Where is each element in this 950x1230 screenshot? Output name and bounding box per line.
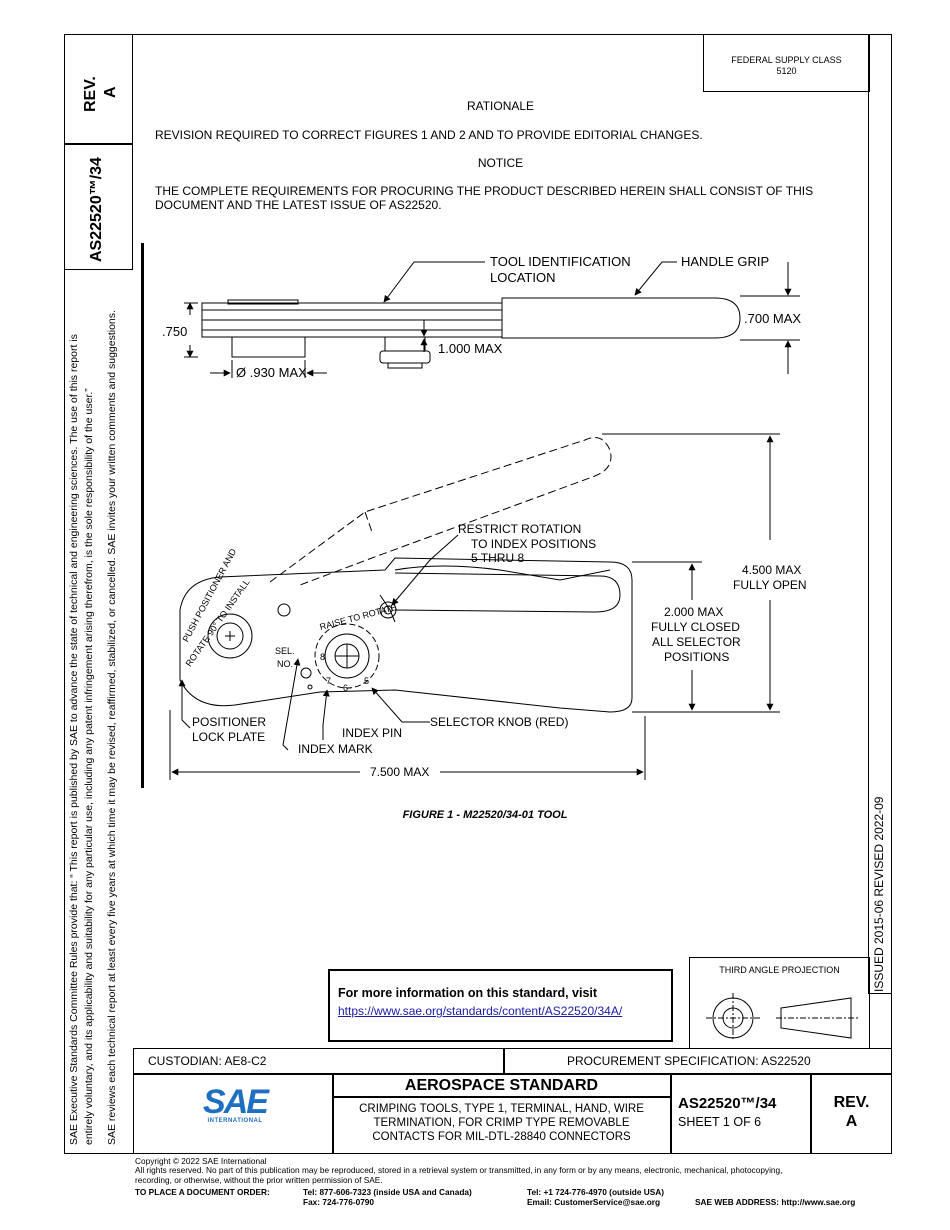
federal-supply-box xyxy=(703,34,870,92)
title-block-rev-label: REV. xyxy=(833,1094,870,1111)
label-dim-930: Ø .930 MAX xyxy=(236,365,307,380)
label-no: NO. xyxy=(277,659,293,669)
label-tool-id-2: LOCATION xyxy=(490,270,556,285)
sae-logo: SAE INTERNATIONAL xyxy=(190,1083,280,1124)
description-line-3: CONTACTS FOR MIL-DTL-28840 CONNECTORS xyxy=(372,1131,631,1143)
footer-web: SAE WEB ADDRESS: http://www.sae.org xyxy=(695,1197,856,1207)
sheet-number: SHEET 1 OF 6 xyxy=(678,1115,762,1129)
lower-handle xyxy=(394,572,621,613)
top-view-boss xyxy=(231,336,306,358)
footer-tel-1: Tel: 877-606-7323 (inside USA and Canada… xyxy=(303,1187,472,1197)
label-sel: SEL. xyxy=(275,646,295,656)
footer-email: Email: CustomerService@sae.org xyxy=(527,1197,661,1207)
label-index-mark: INDEX MARK xyxy=(298,742,373,756)
open-handle-outline xyxy=(269,437,612,586)
label-n5: 5 xyxy=(364,676,369,686)
rationale-title: RATIONALE xyxy=(466,99,535,113)
label-restrict-3: 5 THRU 8 xyxy=(471,551,524,565)
upper-jaw xyxy=(394,565,611,581)
title-block-rev-value: A xyxy=(845,1113,858,1130)
rev-box xyxy=(64,34,133,144)
custodian-text: CUSTODIAN: AE8-C2 xyxy=(148,1054,267,1068)
standard-title: AEROSPACE STANDARD xyxy=(404,1077,599,1094)
custodian-divider xyxy=(503,1048,505,1074)
rev-value: A xyxy=(102,86,119,98)
label-selector-knob: SELECTOR KNOB (RED) xyxy=(430,715,568,729)
label-positioner-1: POSITIONER xyxy=(192,715,266,729)
title-block-doc-number: AS22520™/34 xyxy=(678,1095,777,1112)
info-box-link[interactable]: https://www.sae.org/standards/content/AS… xyxy=(338,1004,623,1018)
doc-number-box xyxy=(64,144,133,270)
procurement-text: PROCUREMENT SPECIFICATION: AS22520 xyxy=(567,1054,811,1068)
change-bar xyxy=(141,243,144,788)
title-underline xyxy=(333,1096,670,1098)
top-view-knob xyxy=(384,336,426,352)
rev-label: REV. xyxy=(82,76,99,112)
logo-divider xyxy=(332,1073,334,1154)
selector-knob xyxy=(314,623,380,689)
label-n6: 6 xyxy=(343,683,348,693)
info-box-title: For more information on this standard, v… xyxy=(338,986,598,1000)
federal-supply-line2: 5120 xyxy=(776,66,797,76)
positioner-outer xyxy=(207,613,253,659)
label-closed-3: ALL SELECTOR xyxy=(652,635,741,649)
info-box xyxy=(328,969,673,1042)
sae-logo-text: SAE xyxy=(203,1083,269,1121)
label-open-2: FULLY OPEN xyxy=(733,578,807,592)
figure-drawing: TOOL IDENTIFICATION LOCATION HANDLE GRIP… xyxy=(140,240,860,810)
label-restrict-1: RESTRICT ROTATION xyxy=(458,522,581,536)
label-n8: 8 xyxy=(320,652,325,662)
label-raise: RAISE TO ROTATE xyxy=(319,602,398,632)
federal-supply-line1: FEDERAL SUPPLY CLASS xyxy=(731,55,842,65)
label-closed-1: 2.000 MAX xyxy=(664,605,723,619)
figure-1-svg: TOOL IDENTIFICATION LOCATION HANDLE GRIP… xyxy=(162,254,807,780)
label-tool-id-1: TOOL IDENTIFICATION xyxy=(490,254,631,269)
issue-revision-dates: ISSUED 2015-06 REVISED 2022-09 xyxy=(872,796,886,992)
title-block xyxy=(133,1048,892,1154)
label-restrict-2: TO INDEX POSITIONS xyxy=(471,537,596,551)
label-dim-700: .700 MAX xyxy=(744,311,801,326)
label-dim-1000: 1.000 MAX xyxy=(438,341,503,356)
rationale-text: REVISION REQUIRED TO CORRECT FIGURES 1 A… xyxy=(155,128,703,142)
footer-rights-2: recording, or otherwise, without the pri… xyxy=(135,1175,383,1185)
label-handle-grip: HANDLE GRIP xyxy=(681,254,769,269)
top-view-plate xyxy=(227,299,299,305)
label-index-pin: INDEX PIN xyxy=(342,726,402,740)
label-dim-7500: 7.500 MAX xyxy=(370,765,429,779)
notice-title: NOTICE xyxy=(477,156,524,170)
header-doc-number: AS22520™/34 xyxy=(88,157,105,262)
footer-rights-1: All rights reserved. No part of this pub… xyxy=(135,1165,783,1175)
docnum-divider xyxy=(810,1073,812,1154)
footer-fax: Fax: 724-776-0790 xyxy=(303,1197,375,1207)
label-n7: 7 xyxy=(326,676,331,686)
description-line-2: TERMINATION, FOR CRIMP TYPE REMOVABLE xyxy=(373,1117,630,1129)
top-view-handle xyxy=(501,297,741,339)
sae-logo-sub: INTERNATIONAL xyxy=(207,1118,263,1124)
right-date-column xyxy=(868,34,892,994)
label-dim-750: .750 xyxy=(162,324,187,339)
custodian-row-line xyxy=(133,1073,892,1075)
label-closed-2: FULLY CLOSED xyxy=(651,620,740,634)
tool-head xyxy=(179,557,633,713)
description-line-1: CRIMPING TOOLS, TYPE 1, TERMINAL, HAND, … xyxy=(359,1103,644,1115)
notice-text: THE COMPLETE REQUIREMENTS FOR PROCURING … xyxy=(155,184,814,212)
label-closed-4: POSITIONS xyxy=(664,650,729,664)
footer-copyright: Copyright © 2022 SAE International xyxy=(135,1156,267,1166)
footer-order-label: TO PLACE A DOCUMENT ORDER: xyxy=(135,1187,270,1197)
projection-symbol xyxy=(706,993,858,1041)
footer-tel-2: Tel: +1 724-776-4970 (outside USA) xyxy=(527,1187,665,1197)
label-open-1: 4.500 MAX xyxy=(742,563,801,577)
label-positioner-2: LOCK PLATE xyxy=(192,730,265,744)
figure-caption: FIGURE 1 - M22520/34-01 TOOL xyxy=(402,809,568,821)
title-divider xyxy=(670,1073,672,1154)
projection-label: THIRD ANGLE PROJECTION xyxy=(719,965,840,975)
